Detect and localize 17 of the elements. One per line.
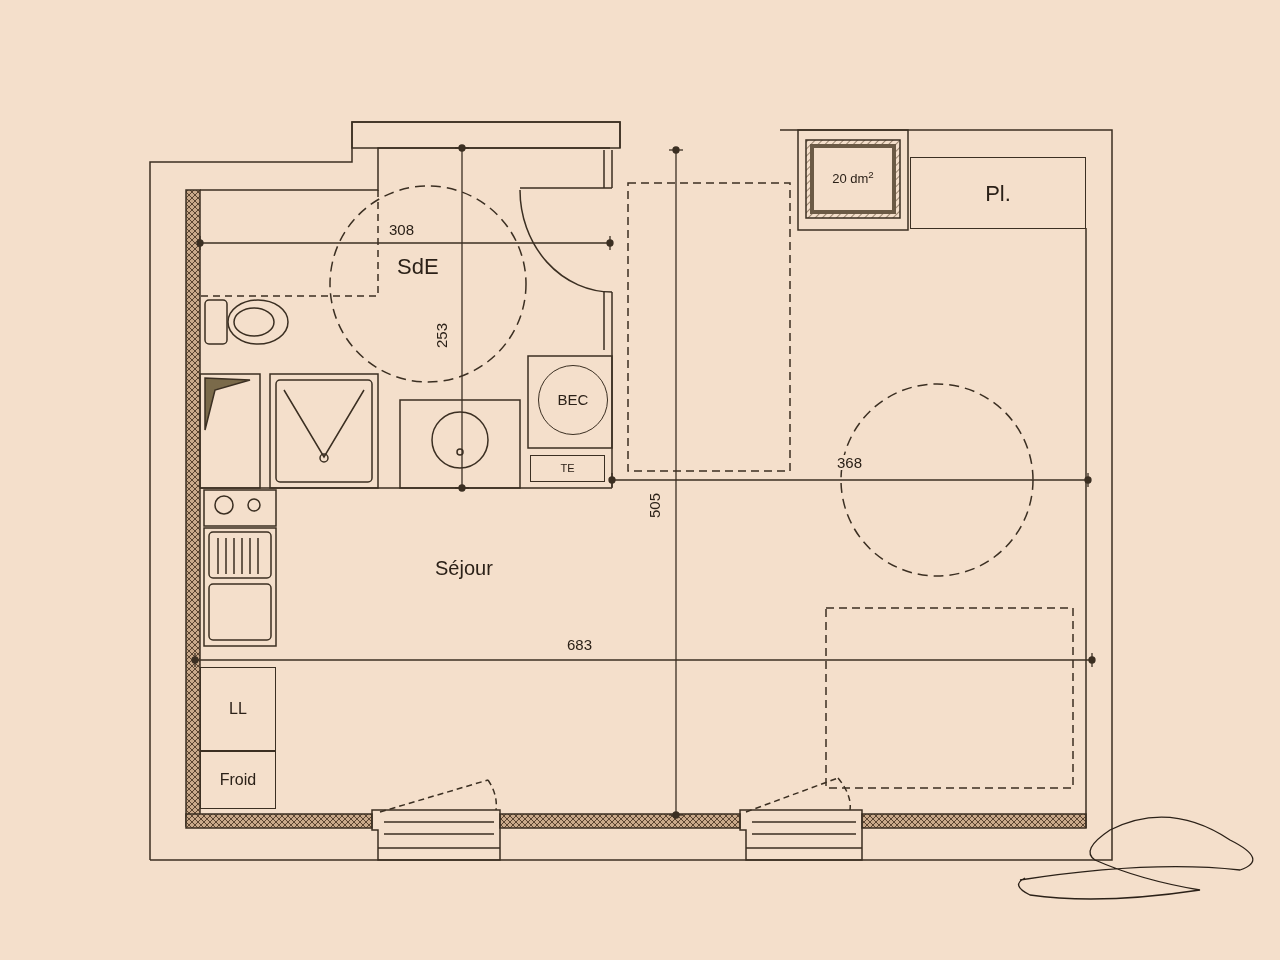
dimension-label: 505 bbox=[647, 492, 662, 519]
fridge-box bbox=[200, 751, 276, 809]
washer-box bbox=[200, 667, 276, 751]
fixture-label: Pl. bbox=[985, 179, 1011, 208]
fixture-label: Froid bbox=[219, 770, 257, 790]
dimension-label: 683 bbox=[566, 637, 594, 652]
dimension-label: 308 bbox=[388, 222, 416, 237]
fixture-label: 20 dm$^{2}$ bbox=[832, 169, 874, 189]
fixture-label: TE bbox=[560, 461, 575, 477]
dimension-label: 368 bbox=[836, 455, 864, 470]
fixture-label: BEC bbox=[557, 389, 589, 410]
dimension-label: 253 bbox=[434, 322, 449, 349]
water-heater-box bbox=[530, 455, 605, 482]
duct-box bbox=[810, 144, 896, 214]
fixture-label: LL bbox=[229, 699, 247, 719]
room-label: Séjour bbox=[434, 558, 494, 578]
cupboard-box bbox=[910, 157, 1086, 229]
